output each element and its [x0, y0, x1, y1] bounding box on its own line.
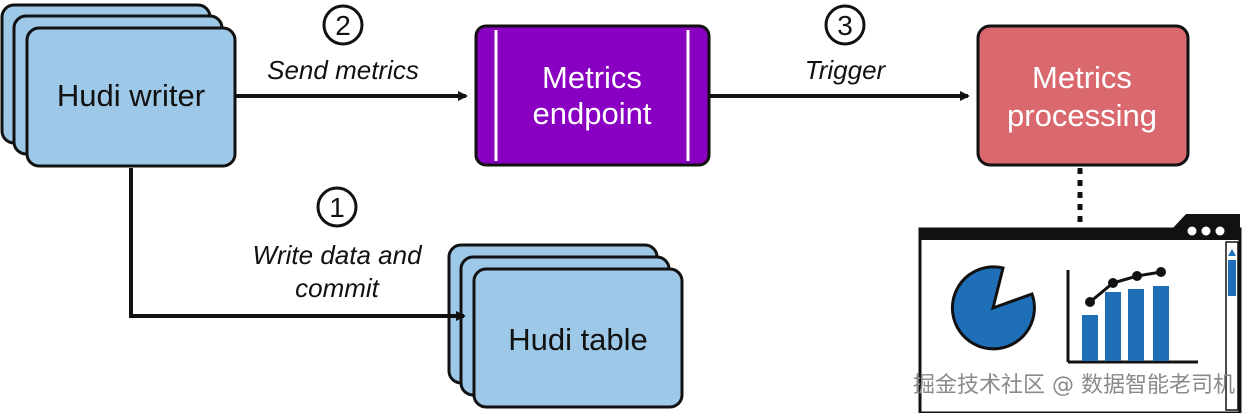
write-data-edge: 1 Write data and commit [129, 168, 466, 321]
step-3-circle [824, 4, 866, 46]
trigger-edge: 3 Trigger [710, 4, 970, 101]
step-2-circle [322, 4, 364, 46]
hudi-table-box [472, 267, 684, 409]
window-dot-icon [1201, 226, 1211, 236]
step-3-number: 3 [837, 10, 853, 41]
hudi-writer-box [25, 26, 237, 168]
metrics-processing-node: Metrics processing [976, 24, 1190, 167]
watermark-text: 掘金技术社区 @ 数据智能老司机 [913, 373, 1235, 398]
hudi-writer-label: Hudi writer [57, 78, 205, 113]
step-1-number: 1 [329, 192, 345, 223]
hudi-table-label: Hudi table [508, 322, 648, 357]
metrics-processing-label-line1: Metrics [1032, 60, 1132, 95]
metrics-endpoint-label-line2: endpoint [533, 96, 652, 131]
send-metrics-edge: 2 Send metrics [236, 4, 468, 101]
trigger-label: Trigger [805, 55, 887, 85]
write-data-arrow [129, 168, 466, 321]
metrics-processing-label-line2: processing [1007, 98, 1157, 133]
window-dot-icon [1215, 226, 1225, 236]
metrics-endpoint-label-line1: Metrics [542, 60, 642, 95]
hudi-table-stack: Hudi table [447, 243, 684, 409]
bar-chart-icon [1066, 267, 1198, 364]
pie-chart-icon [950, 265, 1036, 351]
metrics-endpoint-box [474, 24, 711, 167]
metrics-endpoint-node: Metrics endpoint [474, 24, 711, 167]
window-dot-icon [1187, 226, 1197, 236]
dashboard-window [918, 214, 1242, 413]
write-data-label-line1: Write data and [252, 240, 423, 270]
metrics-processing-box [976, 24, 1190, 167]
dashboard-frame [918, 227, 1242, 413]
scroll-up-icon [1228, 249, 1236, 256]
write-data-label-line2: commit [295, 273, 381, 303]
step-1-circle [316, 186, 358, 228]
dashboard-titlebar [920, 214, 1240, 240]
hudi-writer-stack: Hudi writer [0, 3, 237, 168]
send-metrics-label: Send metrics [267, 55, 419, 85]
step-2-number: 2 [335, 10, 351, 41]
scroll-thumb [1228, 260, 1236, 296]
